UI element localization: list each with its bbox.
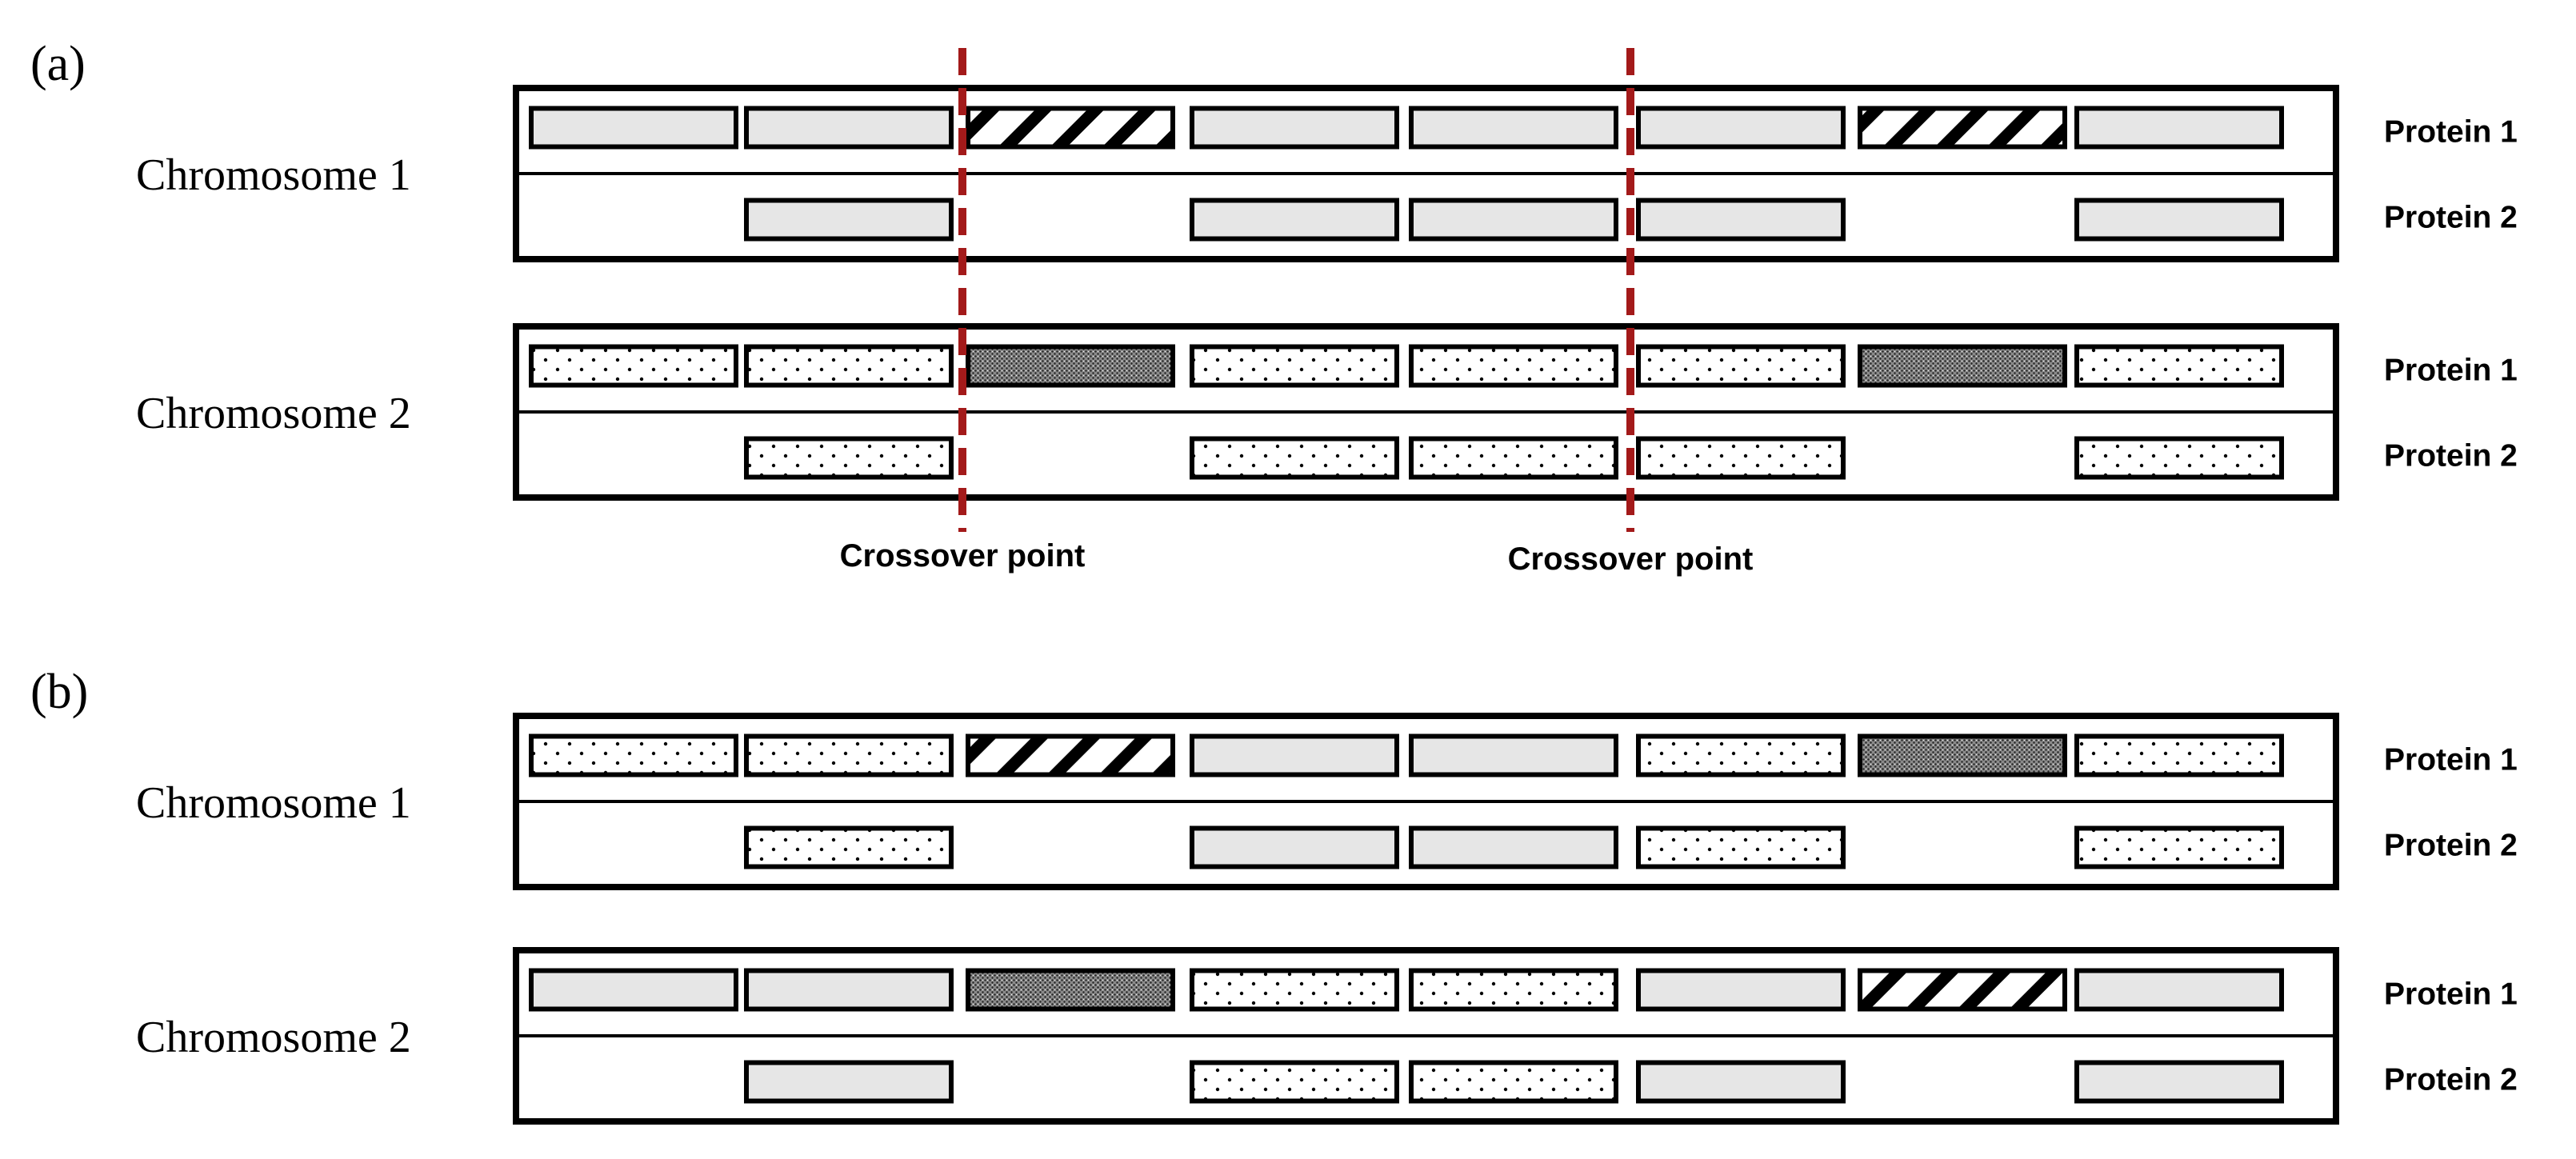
gene-segment [1190,198,1399,242]
gene-segment [744,436,954,480]
gene-segment [966,733,1175,777]
gene-segment [2074,1060,2284,1104]
gene-segment [2074,106,2284,150]
gene-segment [744,106,954,150]
gene-segment [744,733,954,777]
panel-label: (b) [30,665,88,719]
protein-label: Protein 2 [2384,201,2518,235]
gene-segment [1409,344,1618,388]
gene-segment [529,733,738,777]
crossover-label: Crossover point [1508,542,1754,577]
gene-segment [2074,198,2284,242]
gene-segment [744,968,954,1012]
gene-segment [1636,436,1846,480]
protein-label: Protein 1 [2384,743,2518,777]
gene-segment [1636,968,1846,1012]
gene-segment [529,968,738,1012]
gene-segment [2074,733,2284,777]
gene-segment [1409,106,1618,150]
gene-segment [1636,733,1846,777]
gene-segment [966,106,1175,150]
gene-segment [1409,198,1618,242]
gene-segment [1190,436,1399,480]
panel-label: (a) [30,37,86,91]
gene-segment [1858,106,2067,150]
gene-segment [1858,968,2067,1012]
gene-segment [1190,106,1399,150]
gene-segment [744,825,954,869]
gene-segment [2074,436,2284,480]
protein-label: Protein 1 [2384,354,2518,388]
gene-segment [966,344,1175,388]
protein-label: Protein 1 [2384,977,2518,1012]
chromosome-label: Chromosome 2 [136,1013,411,1062]
gene-segment [1636,1060,1846,1104]
gene-segment [1636,198,1846,242]
chromosome-label: Chromosome 1 [136,150,411,200]
gene-segment [529,106,738,150]
gene-segment [966,968,1175,1012]
gene-segment [1190,1060,1399,1104]
gene-segment [1409,825,1618,869]
protein-label: Protein 2 [2384,829,2518,863]
gene-segment [2074,344,2284,388]
gene-segment [1409,1060,1618,1104]
gene-segment [1636,344,1846,388]
gene-segment [1409,968,1618,1012]
gene-segment [1858,344,2067,388]
gene-segment [1190,344,1399,388]
gene-segment [1409,436,1618,480]
gene-segment [744,1060,954,1104]
gene-segment [1409,733,1618,777]
protein-label: Protein 1 [2384,115,2518,150]
gene-segment [1636,106,1846,150]
gene-segment [1190,825,1399,869]
gene-segment [744,198,954,242]
protein-label: Protein 2 [2384,1063,2518,1097]
protein-label: Protein 2 [2384,439,2518,474]
gene-segment [1858,733,2067,777]
gene-segment [1636,825,1846,869]
chromosome-label: Chromosome 1 [136,778,411,828]
gene-segment [2074,968,2284,1012]
gene-segment [1190,968,1399,1012]
gene-segment [744,344,954,388]
gene-segment [1190,733,1399,777]
gene-segment [529,344,738,388]
chromosome-label: Chromosome 2 [136,389,411,438]
gene-segment [2074,825,2284,869]
crossover-label: Crossover point [840,538,1086,574]
